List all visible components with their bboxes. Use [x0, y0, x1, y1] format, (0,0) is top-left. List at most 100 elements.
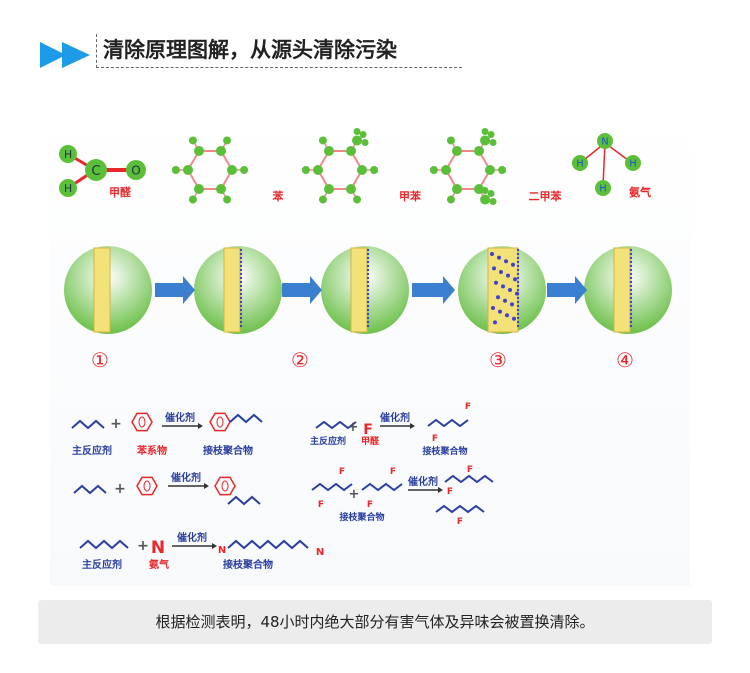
particle: [239, 264, 243, 268]
particle: [496, 295, 500, 300]
reaction-arrow: [438, 487, 443, 493]
step-number: ③: [489, 348, 507, 372]
reaction-arrow: [212, 543, 217, 549]
atom: [361, 138, 369, 146]
molecule-label-xylene: 二甲苯: [529, 189, 563, 203]
particle: [366, 324, 370, 328]
atom-label: H: [576, 159, 583, 170]
F-label: F: [318, 500, 324, 510]
polymer-chain: [79, 539, 129, 550]
arrow-icon: [412, 276, 455, 304]
particle: [503, 298, 507, 303]
nitrogen-symbol: N: [218, 545, 226, 556]
atom-label: N: [601, 137, 608, 148]
arrow-icon: [282, 276, 322, 304]
particle: [516, 260, 520, 264]
particle: [239, 248, 243, 252]
molecule-label-formaldehyde: 甲醛: [109, 185, 132, 199]
particle: [366, 288, 370, 292]
particle: [366, 296, 370, 300]
atom: [346, 184, 356, 195]
particle: [516, 316, 520, 320]
atom: [370, 166, 379, 174]
arrow-icon: [547, 276, 587, 304]
F-label: F: [467, 465, 473, 475]
particle: [366, 292, 370, 296]
particle: [498, 309, 502, 314]
atom: [489, 138, 497, 146]
particle: [505, 313, 509, 318]
page-title: 清除原理图解，从源头清除污染: [96, 34, 462, 68]
polymer-chain: [435, 504, 485, 514]
benzene-ring: [209, 412, 231, 432]
benzene-ring: [131, 412, 153, 432]
molecule-label-ammonia: 氨气: [629, 185, 651, 199]
polymer-chain: [227, 495, 261, 506]
footer-note: 根据检测表明，48小时内绝大部分有害气体及异味会被置换清除。: [38, 600, 712, 644]
particle: [516, 300, 520, 304]
benzene-ring: [136, 476, 158, 496]
particle: [366, 308, 370, 312]
particle: [629, 276, 633, 280]
fluorine-symbol: F: [363, 422, 373, 438]
ammonia-label: 氨气: [149, 558, 169, 571]
plus: +: [114, 481, 126, 497]
atom: [352, 135, 363, 146]
particle: [629, 292, 633, 296]
particle: [366, 252, 370, 256]
particle: [366, 264, 370, 268]
polymer-chain: [73, 484, 107, 495]
atom: [357, 165, 367, 175]
atom: [474, 184, 484, 195]
arrow-icon: [155, 276, 195, 304]
polymer-chain: [311, 482, 353, 492]
particle: [366, 320, 370, 324]
graft-polymer-label: 接枝聚合物: [339, 511, 384, 523]
polymer-chain: [227, 539, 309, 550]
atom: [318, 136, 327, 145]
particle: [366, 276, 370, 280]
particle: [239, 288, 243, 292]
particle: [629, 288, 633, 292]
particle: [511, 262, 515, 267]
atom: [188, 195, 197, 204]
atom: [480, 194, 491, 205]
F-label: F: [367, 500, 373, 510]
particle: [366, 304, 370, 308]
catalyst-label: 催化剂: [380, 411, 410, 424]
particle: [510, 302, 514, 307]
graft-polymer-label: 接枝聚合物: [223, 558, 273, 571]
atom: [429, 166, 438, 174]
atom: [572, 155, 588, 171]
filter-layer: [350, 247, 368, 333]
particle: [501, 284, 505, 289]
particle: [516, 268, 520, 272]
particle: [366, 256, 370, 260]
particle: [629, 324, 633, 328]
atom: [324, 145, 334, 156]
particle: [512, 316, 516, 321]
particle: [516, 280, 520, 284]
atom: [227, 165, 237, 175]
F-label: F: [447, 487, 453, 497]
F-label: F: [432, 434, 438, 444]
particle: [629, 312, 633, 316]
particle: [366, 284, 370, 288]
nitrogen-symbol: N: [316, 547, 324, 558]
atom: [171, 166, 180, 174]
particle: [629, 272, 633, 276]
benzene-ring: [221, 480, 229, 492]
particle: [239, 268, 243, 272]
particle: [497, 255, 501, 260]
particle: [516, 296, 520, 300]
atom-label: H: [64, 182, 72, 195]
particle: [366, 268, 370, 272]
bond: [602, 142, 606, 187]
graft-polymer-label: 接枝聚合物: [203, 444, 253, 457]
particle: [516, 324, 520, 328]
benzene-series-label: 苯系物: [136, 444, 167, 457]
particle: [629, 308, 633, 312]
atom: [485, 165, 495, 175]
particle: [629, 304, 633, 308]
